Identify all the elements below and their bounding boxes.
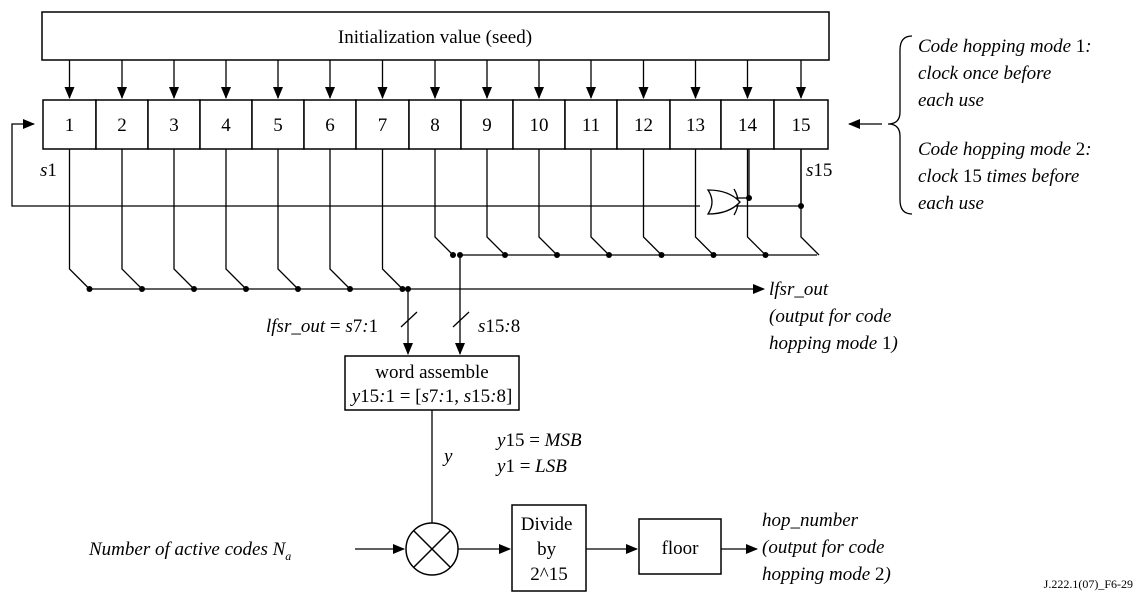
tap-line-12 bbox=[642, 149, 662, 256]
register-cell-label: 8 bbox=[430, 115, 440, 136]
tap-line-3 bbox=[173, 149, 195, 290]
multiplier-symbol bbox=[405, 522, 459, 576]
register-cell-label: 12 bbox=[634, 115, 653, 136]
lsb-label: y1 = LSB bbox=[495, 456, 567, 477]
register-cell-label: 9 bbox=[482, 115, 492, 136]
floor-label: floor bbox=[662, 538, 700, 559]
s15-8-label: s15:8 bbox=[478, 316, 520, 337]
register-cell-11 bbox=[564, 99, 618, 150]
msb-label: y15 = MSB bbox=[495, 430, 582, 451]
tap-line-7 bbox=[381, 149, 403, 290]
register-cell-label: 6 bbox=[325, 115, 335, 136]
bus-junction-dot bbox=[86, 286, 93, 292]
seed-arrows bbox=[64, 60, 806, 99]
register-cell-label: 11 bbox=[582, 115, 600, 136]
word-assemble-feeds bbox=[400, 255, 470, 355]
mode-brace bbox=[887, 35, 913, 215]
register-cell-label: 14 bbox=[738, 115, 758, 136]
na-label: Number of active codes Na bbox=[88, 539, 291, 563]
register-cell-label: 10 bbox=[530, 115, 549, 136]
tap-line-2 bbox=[121, 149, 143, 290]
register-cell-13 bbox=[669, 99, 722, 150]
tap-line-8 bbox=[434, 149, 454, 256]
junction-dot-15 bbox=[457, 252, 463, 258]
figure-id: J.222.1(07)_F6-29 bbox=[1044, 577, 1133, 591]
register-cell-label: 13 bbox=[686, 115, 705, 136]
register-cell-label: 1 bbox=[65, 115, 75, 136]
tap-line-4 bbox=[225, 149, 247, 290]
tap-line-6 bbox=[329, 149, 351, 290]
y-label: y bbox=[442, 446, 453, 467]
register-cell-8 bbox=[408, 99, 462, 150]
lfsr-eq-label: lfsr_out = s7:1 bbox=[266, 316, 378, 337]
s1-label: s1 bbox=[40, 160, 57, 181]
tap-line-5 bbox=[277, 149, 299, 290]
bus-junction-dot bbox=[450, 252, 456, 258]
register-cell-10 bbox=[512, 99, 566, 150]
lfsr-out-label: lfsr_out (output for code hopping mode 1… bbox=[769, 279, 898, 354]
mode2-text: Code hopping mode 2: clock 15 times befo… bbox=[918, 139, 1096, 214]
register-cell-label: 15 bbox=[792, 115, 811, 136]
tap-line-14 bbox=[746, 149, 766, 256]
register-cell-7 bbox=[355, 99, 410, 150]
mode1-text: Code hopping mode 1: clock once before e… bbox=[918, 36, 1096, 111]
tap-line-13 bbox=[694, 149, 714, 256]
word-assemble-formula: y15:1 = [s7:1, s15:8] bbox=[350, 386, 513, 407]
divide-box bbox=[511, 504, 587, 592]
tap-line-15 bbox=[800, 149, 820, 256]
tap-line-10 bbox=[538, 149, 558, 256]
divide-label: Divide by 2^15 bbox=[521, 514, 577, 585]
output-taps bbox=[68, 149, 820, 292]
seed-label: Initialization value (seed) bbox=[338, 27, 532, 48]
register-cell-label: 2 bbox=[117, 115, 127, 136]
register-cell-label: 7 bbox=[378, 115, 388, 136]
word-assemble-title: word assemble bbox=[375, 362, 488, 383]
tap-line-9 bbox=[486, 149, 506, 256]
register-cell-2 bbox=[95, 99, 149, 150]
register-cell-label: 3 bbox=[169, 115, 179, 136]
tap-line-11 bbox=[590, 149, 610, 256]
register-cell-3 bbox=[147, 99, 201, 150]
tap-line-1 bbox=[68, 149, 90, 290]
seed-box bbox=[41, 11, 830, 61]
junction-dot-7 bbox=[405, 286, 411, 292]
s15-label: s15 bbox=[806, 160, 832, 181]
register-cell-label: 4 bbox=[221, 115, 231, 136]
xor-gate bbox=[706, 188, 741, 216]
register-cell-label: 5 bbox=[273, 115, 283, 136]
hop-number-label: hop_number (output for code hopping mode… bbox=[762, 510, 891, 585]
floor-box bbox=[638, 518, 722, 575]
